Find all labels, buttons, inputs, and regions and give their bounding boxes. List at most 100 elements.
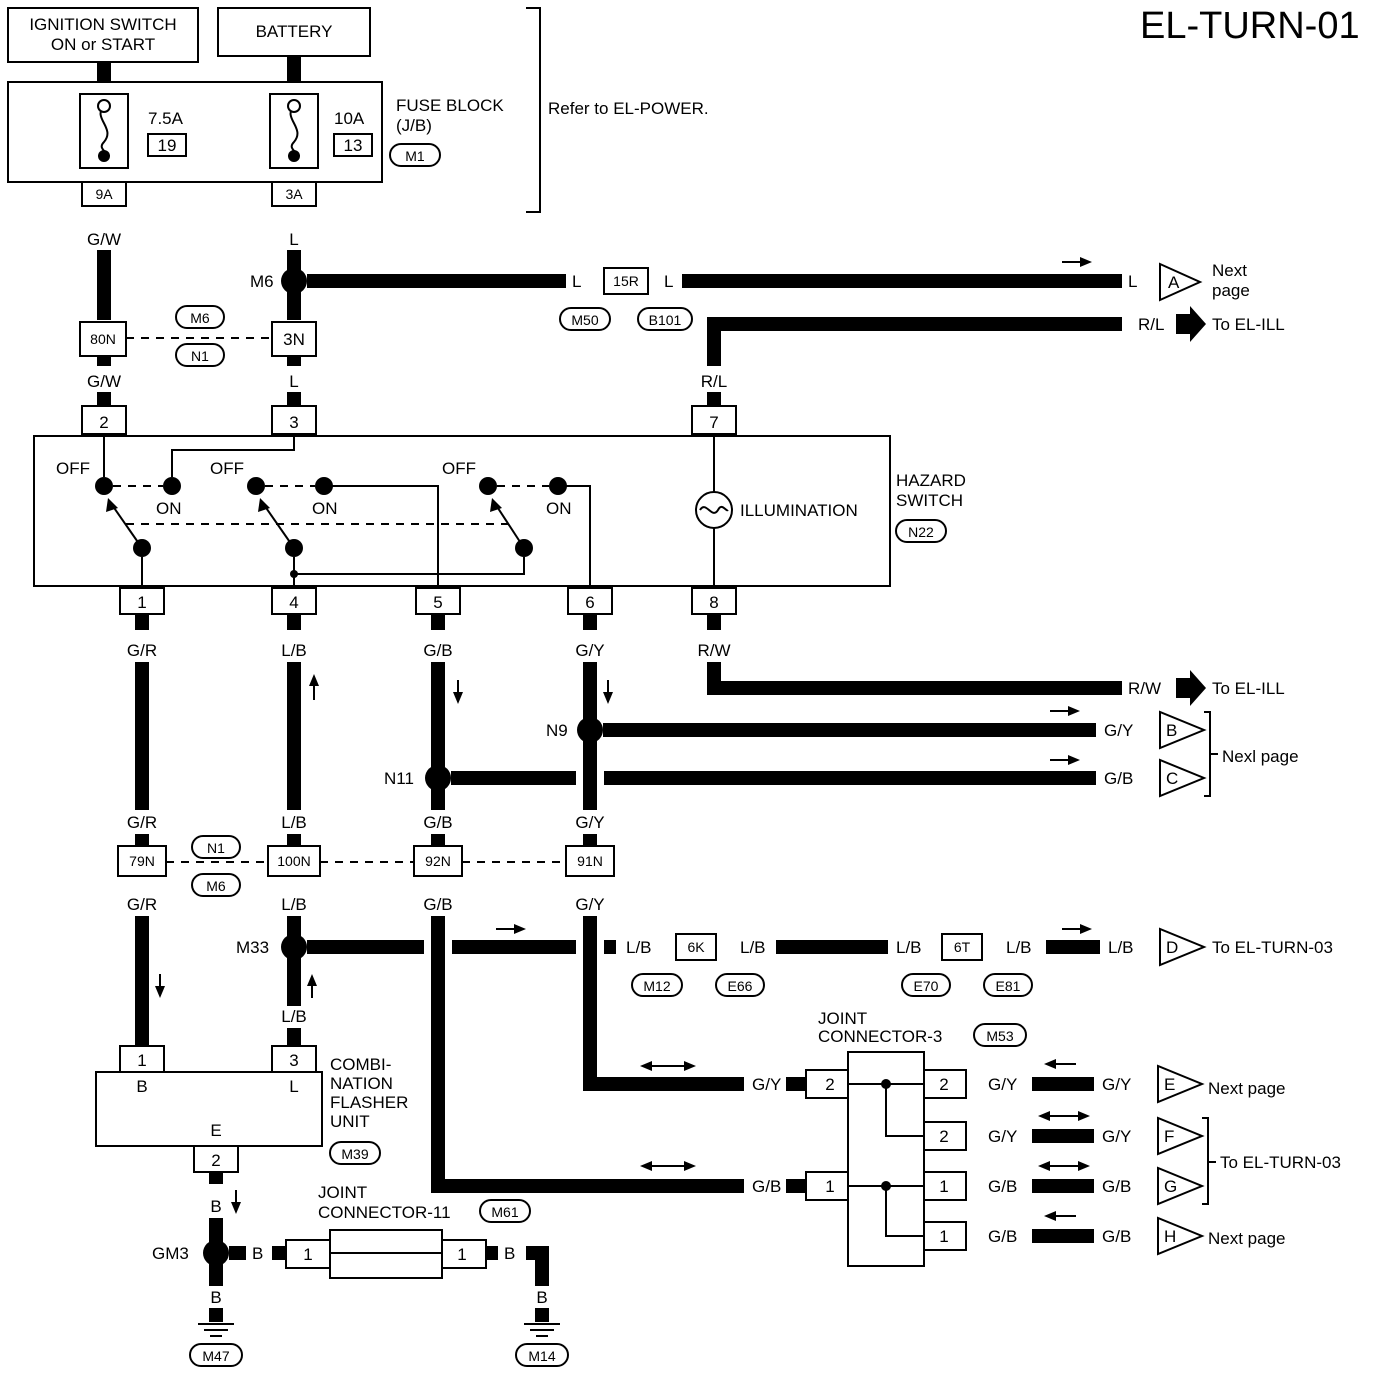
fuse-19-rating: 7.5A xyxy=(148,109,184,128)
hazard-off-contact-1 xyxy=(95,477,113,495)
hazard-off-contact-3 xyxy=(479,477,497,495)
wire-jc11-to-ground xyxy=(526,1246,549,1286)
term-3a-label: 3A xyxy=(285,186,303,202)
wire-rl xyxy=(707,317,1122,366)
hazard-pin-3-label: 3 xyxy=(289,413,298,432)
flow-arrow-gb-down-head xyxy=(453,692,463,704)
jc11-label-2: CONNECTOR-11 xyxy=(318,1203,451,1222)
flow-arrow-e-head xyxy=(1044,1059,1056,1069)
conn-e81-badge xyxy=(983,973,1033,997)
conn-15r xyxy=(603,267,649,295)
jc3-pin-2-left-label: 2 xyxy=(825,1075,834,1094)
fuse-13-number: 13 xyxy=(344,136,363,155)
jc11-conn-badge xyxy=(479,1199,531,1223)
flasher-conn-badge xyxy=(329,1141,381,1165)
fuse-13-terminal-bottom xyxy=(288,150,300,162)
wire-label-gb-3: G/B xyxy=(423,895,452,914)
wire-label-gb-2: G/B xyxy=(423,813,452,832)
fuse-19-number: 19 xyxy=(158,136,177,155)
hazard-pin-8-label: 8 xyxy=(709,593,718,612)
flow-arrow-b-head xyxy=(1068,706,1080,716)
hazard-sw1-pivot xyxy=(133,539,151,557)
wire-label-b-2: B xyxy=(252,1244,263,1263)
refer-note: Refer to EL-POWER. xyxy=(548,99,709,118)
jc11-pin-1-left xyxy=(285,1239,331,1269)
jc3-pin-2-right-f-label: 2 xyxy=(939,1127,948,1146)
output-h-triangle xyxy=(1157,1216,1205,1256)
conn-e70-badge xyxy=(901,973,951,997)
conn-e70: E70 xyxy=(914,978,939,994)
fuse-block-conn-badge xyxy=(389,143,441,167)
conn-6k xyxy=(675,933,717,961)
flow-arrow-lb-up-head xyxy=(309,674,319,686)
flasher-label-2: NATION xyxy=(330,1074,393,1093)
conn-3n-label: 3N xyxy=(283,330,305,349)
bracket-bc xyxy=(1204,711,1211,797)
hazard-conn-badge xyxy=(895,519,947,543)
hazard-switch-label-2: SWITCH xyxy=(896,491,963,510)
wire-label-rl-2: R/L xyxy=(701,372,727,391)
jc3-branch-gy xyxy=(885,1084,924,1137)
battery-box xyxy=(217,7,371,57)
conn-n1-1: N1 xyxy=(191,348,209,364)
wire-label-gw-2: G/W xyxy=(87,372,121,391)
conn-6t-label: 6T xyxy=(954,939,971,955)
fuse-13-rating: 10A xyxy=(334,109,365,128)
conn-80n-label: 80N xyxy=(90,331,116,347)
hazard-switch-box xyxy=(33,435,891,587)
conn-m50-badge xyxy=(559,307,611,331)
output-f-letter: F xyxy=(1164,1127,1174,1146)
splice-n9-label: N9 xyxy=(546,721,568,740)
conn-m50: M50 xyxy=(571,312,598,328)
wire-label-rw-1: R/W xyxy=(697,641,730,660)
output-f-triangle xyxy=(1157,1116,1205,1156)
flasher-pin-3-label: 3 xyxy=(289,1051,298,1070)
conn-m6-badge-2 xyxy=(191,873,241,897)
hazard-sw2-pivot xyxy=(285,539,303,557)
hazard-pin-5-label: 5 xyxy=(433,593,442,612)
wire-label-gb-g1: G/B xyxy=(988,1177,1017,1196)
flasher-label-3: FLASHER xyxy=(330,1093,408,1112)
conn-m12: M12 xyxy=(643,978,670,994)
hazard-sw3-pivot xyxy=(515,539,533,557)
ignition-switch-box xyxy=(7,7,199,63)
conn-b101: B101 xyxy=(649,312,682,328)
hazard-on-3: ON xyxy=(546,499,572,518)
hazard-switch-label: HAZARD xyxy=(896,471,966,490)
hazard-pin-1-label: 1 xyxy=(137,593,146,612)
wire-label-lb-6: L/B xyxy=(740,938,766,957)
output-a-letter: A xyxy=(1168,273,1180,292)
conn-79n-label: 79N xyxy=(129,853,155,869)
flow-arrow-d-1-head xyxy=(514,924,526,934)
output-fg-target: To EL-TURN-03 xyxy=(1220,1153,1341,1172)
conn-6t xyxy=(941,933,983,961)
to-el-ill-1: To EL-ILL xyxy=(1212,315,1285,334)
diagram-title: EL-TURN-01 xyxy=(1140,5,1360,47)
term-9a xyxy=(81,181,127,207)
fuse-19-terminal-top xyxy=(97,99,111,113)
flow-arrow-gb-bi-right xyxy=(684,1161,696,1171)
hazard-pin-2 xyxy=(81,405,127,435)
output-b-letter: B xyxy=(1166,721,1177,740)
next-page-bc: Nexl page xyxy=(1222,747,1299,766)
conn-92n xyxy=(413,845,463,877)
output-d-triangle xyxy=(1159,927,1207,967)
splice-m33 xyxy=(281,934,307,960)
wire-label-gb-g2: G/B xyxy=(1102,1177,1131,1196)
flow-arrow-gr-down-head xyxy=(155,986,165,998)
flow-arrow-d-2-head xyxy=(1080,924,1092,934)
jc3-conn-badge xyxy=(973,1023,1027,1047)
conn-6k-label: 6K xyxy=(687,939,705,955)
conn-e66-badge xyxy=(715,973,765,997)
arrow-to-el-ill-2 xyxy=(1176,670,1206,706)
fuse-19-number-box xyxy=(147,133,187,157)
wire-gy-to-jc3 xyxy=(583,916,744,1091)
output-c-letter: C xyxy=(1166,769,1178,788)
flasher-unit-box xyxy=(95,1071,323,1147)
jc3-conn: M53 xyxy=(986,1028,1013,1044)
wire-label-lb-3: L/B xyxy=(281,895,307,914)
wire-label-gy-f1: G/Y xyxy=(988,1127,1017,1146)
conn-m6-1: M6 xyxy=(190,310,210,326)
wire-label-b-1: B xyxy=(210,1197,221,1216)
jc3-pin-2-right-e xyxy=(923,1069,967,1099)
